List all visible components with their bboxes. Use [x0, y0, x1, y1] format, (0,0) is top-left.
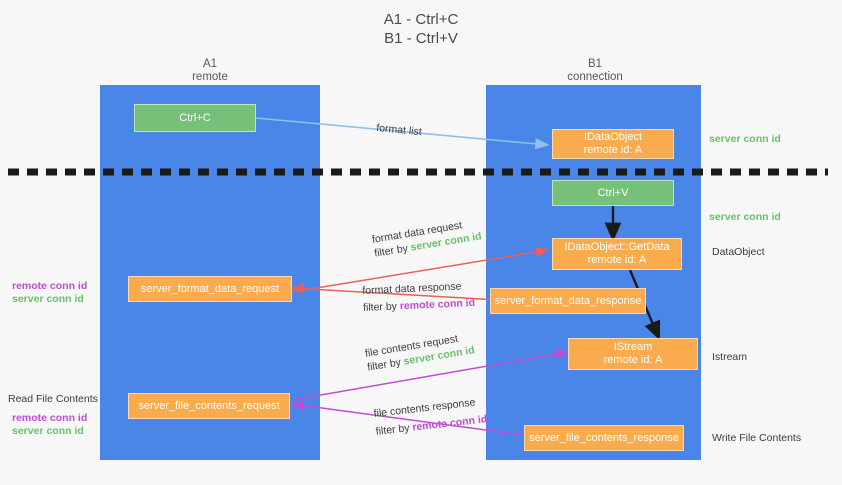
node-server-file-contents-request-label: server_file_contents_request: [138, 399, 280, 412]
title-line-2: B1 - Ctrl+V: [384, 30, 458, 47]
node-ctrl-v[interactable]: Ctrl+V: [552, 180, 674, 206]
diagram-title: A1 - Ctrl+C B1 - Ctrl+V: [0, 10, 842, 48]
annotation-server-conn-id-top: server conn id: [709, 133, 781, 145]
node-idataobject-line1: IDataObject: [583, 131, 643, 143]
annotation-istream: Istream: [712, 351, 748, 363]
node-server-file-contents-request[interactable]: server_file_contents_request: [128, 393, 290, 419]
node-ctrl-c[interactable]: Ctrl+C: [134, 104, 256, 132]
edge-label-format-data-response-prefix: filter by: [362, 300, 401, 314]
annotation-read-file-contents: Read File Contents: [8, 393, 98, 405]
edge-label-file-contents-response: file contents response filter by remote …: [373, 394, 488, 438]
column-header-a1: A1 remote: [130, 58, 290, 84]
node-idataobject-line2: remote id: A: [583, 144, 643, 156]
annotation-server-conn-id-left-mid: server conn id: [12, 293, 84, 305]
column-header-b1: B1 connection: [515, 58, 675, 84]
edge-label-format-data-response-line1: format data response: [362, 280, 462, 297]
annotation-server-conn-id-mid: server conn id: [709, 211, 781, 223]
column-b1-sub: connection: [567, 71, 623, 83]
edge-label-format-data-response: format data response filter by remote co…: [362, 279, 475, 315]
column-a1-sub: remote: [192, 71, 228, 83]
annotation-write-file-contents: Write File Contents: [712, 432, 802, 444]
node-istream-line1: IStream: [613, 341, 653, 353]
annotation-remote-conn-id-mid: remote conn id: [12, 280, 88, 292]
node-ctrl-c-label: Ctrl+C: [179, 111, 211, 124]
edge-label-file-contents-request: file contents request filter by server c…: [364, 329, 476, 374]
node-ctrl-v-label: Ctrl+V: [597, 186, 629, 199]
node-istream-line2: remote id: A: [603, 354, 663, 366]
annotation-remote-conn-id-bottom: remote conn id: [12, 412, 88, 424]
annotation-dataobject: DataObject: [712, 246, 765, 258]
node-server-format-data-response-label: server_format_data_response: [494, 294, 642, 307]
node-server-format-data-response[interactable]: server_format_data_response: [490, 288, 646, 314]
title-line-1: A1 - Ctrl+C: [383, 11, 459, 28]
edge-label-format-data-request: format data request filter by server con…: [371, 215, 483, 260]
column-b1-name: B1: [587, 58, 603, 70]
edge-label-file-contents-response-key: remote conn id: [411, 413, 488, 434]
node-getdata-line2: remote id: A: [587, 254, 647, 266]
edge-label-format-data-response-key: remote conn id: [399, 296, 476, 313]
node-getdata[interactable]: IDataObject::GetData remote id: A: [552, 238, 682, 270]
node-server-file-contents-response[interactable]: server_file_contents_response: [524, 425, 684, 451]
column-a1-name: A1: [202, 58, 218, 70]
node-server-file-contents-response-label: server_file_contents_response: [529, 431, 679, 444]
annotation-server-conn-id-left-bottom: server conn id: [12, 425, 84, 437]
edge-label-file-contents-response-prefix: filter by: [375, 421, 414, 438]
node-idataobject[interactable]: IDataObject remote id: A: [552, 129, 674, 159]
node-server-format-data-request-label: server_format_data_request: [140, 282, 280, 295]
edge-label-format-list-text: format list: [375, 121, 423, 139]
node-getdata-line1: IDataObject::GetData: [564, 241, 670, 253]
node-server-format-data-request[interactable]: server_format_data_request: [128, 276, 292, 302]
edge-label-format-list: format list: [376, 121, 423, 139]
node-istream[interactable]: IStream remote id: A: [568, 338, 698, 370]
